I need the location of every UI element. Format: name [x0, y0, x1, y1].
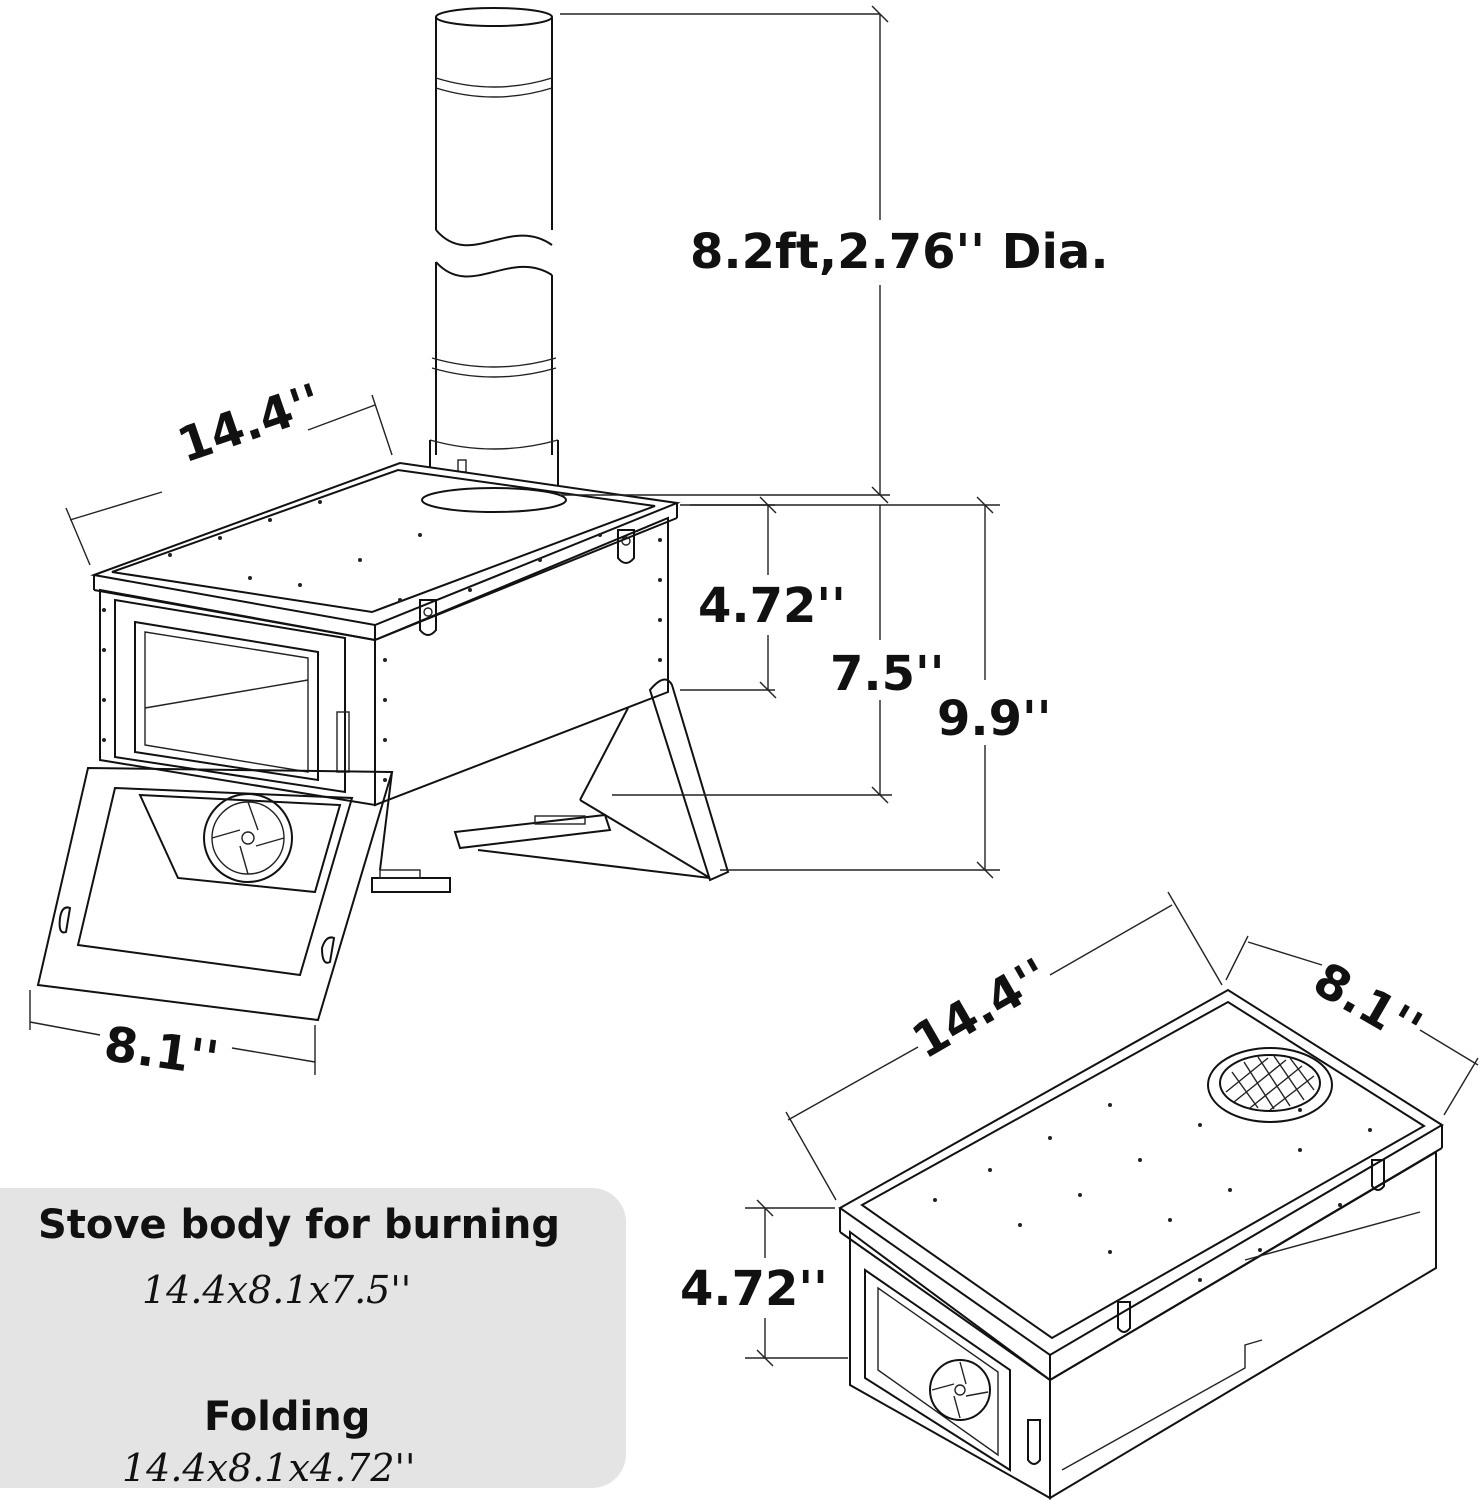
dimension-lines [29, 5, 1000, 1075]
body-height-dimension: 7.5'' [830, 646, 945, 702]
burning-dimensions: 14.4x8.1x7.5'' [142, 1268, 412, 1312]
size-info-panel: Stove body for burning 14.4x8.1x7.5'' Fo… [0, 1188, 626, 1490]
box-height-dimension: 4.72'' [698, 578, 846, 634]
folded-height-dimension: 4.72'' [680, 1261, 828, 1317]
assembled-stove [36, 461, 730, 1022]
chimney-dimension: 8.2ft,2.76'' Dia. [690, 224, 1109, 280]
folded-stove [838, 988, 1444, 1500]
folding-title: Folding [204, 1394, 371, 1440]
total-height-dimension: 9.9'' [937, 691, 1052, 747]
stove-width-dimension: 8.1'' [100, 1016, 222, 1088]
burning-title: Stove body for burning [38, 1202, 560, 1248]
chimney-pipe [421, 7, 567, 510]
folded-dimension-lines [745, 891, 1479, 1367]
folding-dimensions: 14.4x8.1x4.72'' [122, 1446, 416, 1490]
